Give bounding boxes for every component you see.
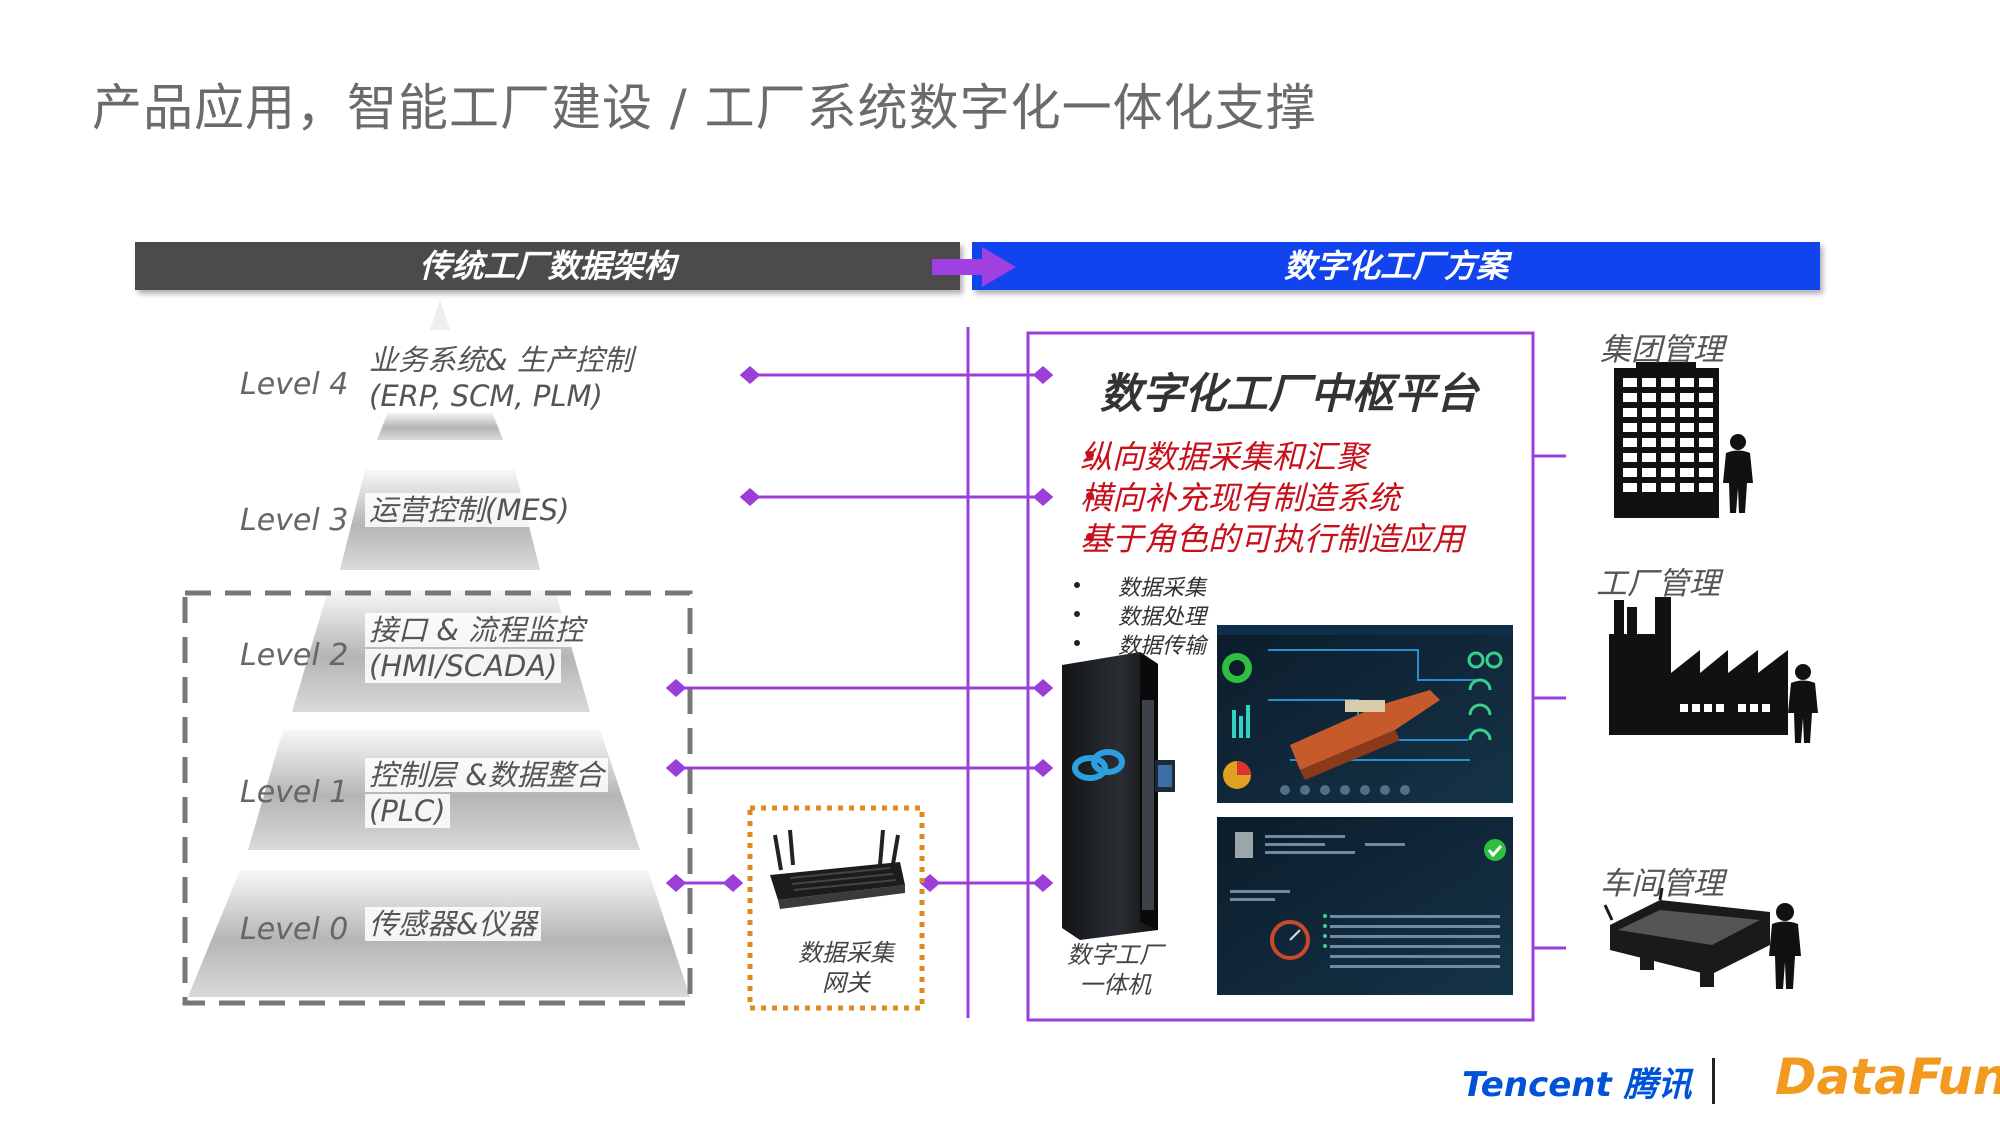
person-silhouette-icon-3 [1769,903,1801,989]
group-management-label: 集团管理 [1600,332,1724,368]
person-silhouette-icon [1723,434,1753,513]
person-silhouette-icon-2 [1788,664,1818,743]
logo-separator [1712,1058,1715,1104]
feature-horizontal-supplement: 横向补充现有制造系统 [1080,479,1401,517]
machine-caption-line2: 一体机 [1079,971,1151,999]
digital-factory-band: 数字化工厂方案 [972,242,1820,290]
monitoring-dashboard-screen [1217,817,1513,995]
level-1-line1: 控制层 &数据整合 [365,758,608,792]
gateway-device-icon [770,829,905,909]
level-3-line1: 运营控制(MES) [365,493,574,527]
workshop-management-label: 车间管理 [1600,866,1724,902]
page-title: 产品应用，智能工厂建设 / 工厂系统数字化一体化支撑 [92,79,1317,137]
feature-vertical-collection: 纵向数据采集和汇聚 [1080,438,1369,476]
level-2-label: Level 2 [240,638,349,673]
hub-platform-title: 数字化工厂中枢平台 [1100,369,1479,418]
connectors [665,366,1566,950]
level-2-line2: (HMI/SCADA) [365,649,562,683]
gateway-caption: 数据采集 网关 [760,938,932,998]
feature-role-based-apps: 基于角色的可执行制造应用 [1080,520,1465,558]
datafun-logo: DataFun. [1775,1048,2000,1106]
function-data-transfer: 数据传输 [1118,634,1207,659]
level-1-line2: (PLC) [365,794,450,828]
gateway-caption-line1: 数据采集 [798,939,894,967]
level-4-line2: (ERP, SCM, PLM) [365,379,607,413]
level-2-text: 接口 & 流程监控 (HMI/SCADA) [365,612,589,684]
function-bullets [1074,582,1080,646]
level-0-text: 传感器&仪器 [365,906,541,942]
server-rack-icon [1062,652,1175,940]
level-0-line1: 传感器&仪器 [365,907,541,941]
level-2-line1: 接口 & 流程监控 [365,613,589,647]
level-4-line1: 业务系统& 生产控制 [365,343,637,377]
machine-caption: 数字工厂 一体机 [1040,940,1190,1000]
level-1-label: Level 1 [240,775,349,810]
level-4-text: 业务系统& 生产控制 (ERP, SCM, PLM) [365,342,637,414]
gateway-caption-line2: 网关 [822,969,870,997]
traditional-architecture-band: 传统工厂数据架构 [135,242,960,290]
level-0-label: Level 0 [240,912,349,947]
level-1-text: 控制层 &数据整合 (PLC) [365,757,608,829]
feature-bullets [1086,451,1094,541]
factory-icon [1609,597,1788,735]
workshop-machine-icon [1603,887,1770,987]
tencent-logo: Tencent 腾讯 [1462,1065,1692,1105]
hub-platform-box [1026,331,1535,1022]
factory-windows [1680,704,1770,712]
lower-levels-dashed-box [182,590,693,1006]
factory-management-label: 工厂管理 [1596,566,1720,602]
function-data-collection: 数据采集 [1118,576,1207,601]
machine-caption-line1: 数字工厂 [1067,941,1163,969]
level-4-label: Level 4 [240,367,349,402]
function-data-processing: 数据处理 [1118,605,1207,630]
level-3-text: 运营控制(MES) [365,492,574,528]
scada-dashboard-screen [1217,625,1513,803]
transition-arrow-icon [932,247,1016,287]
office-building-icon [1614,362,1719,518]
level-3-label: Level 3 [240,503,349,538]
